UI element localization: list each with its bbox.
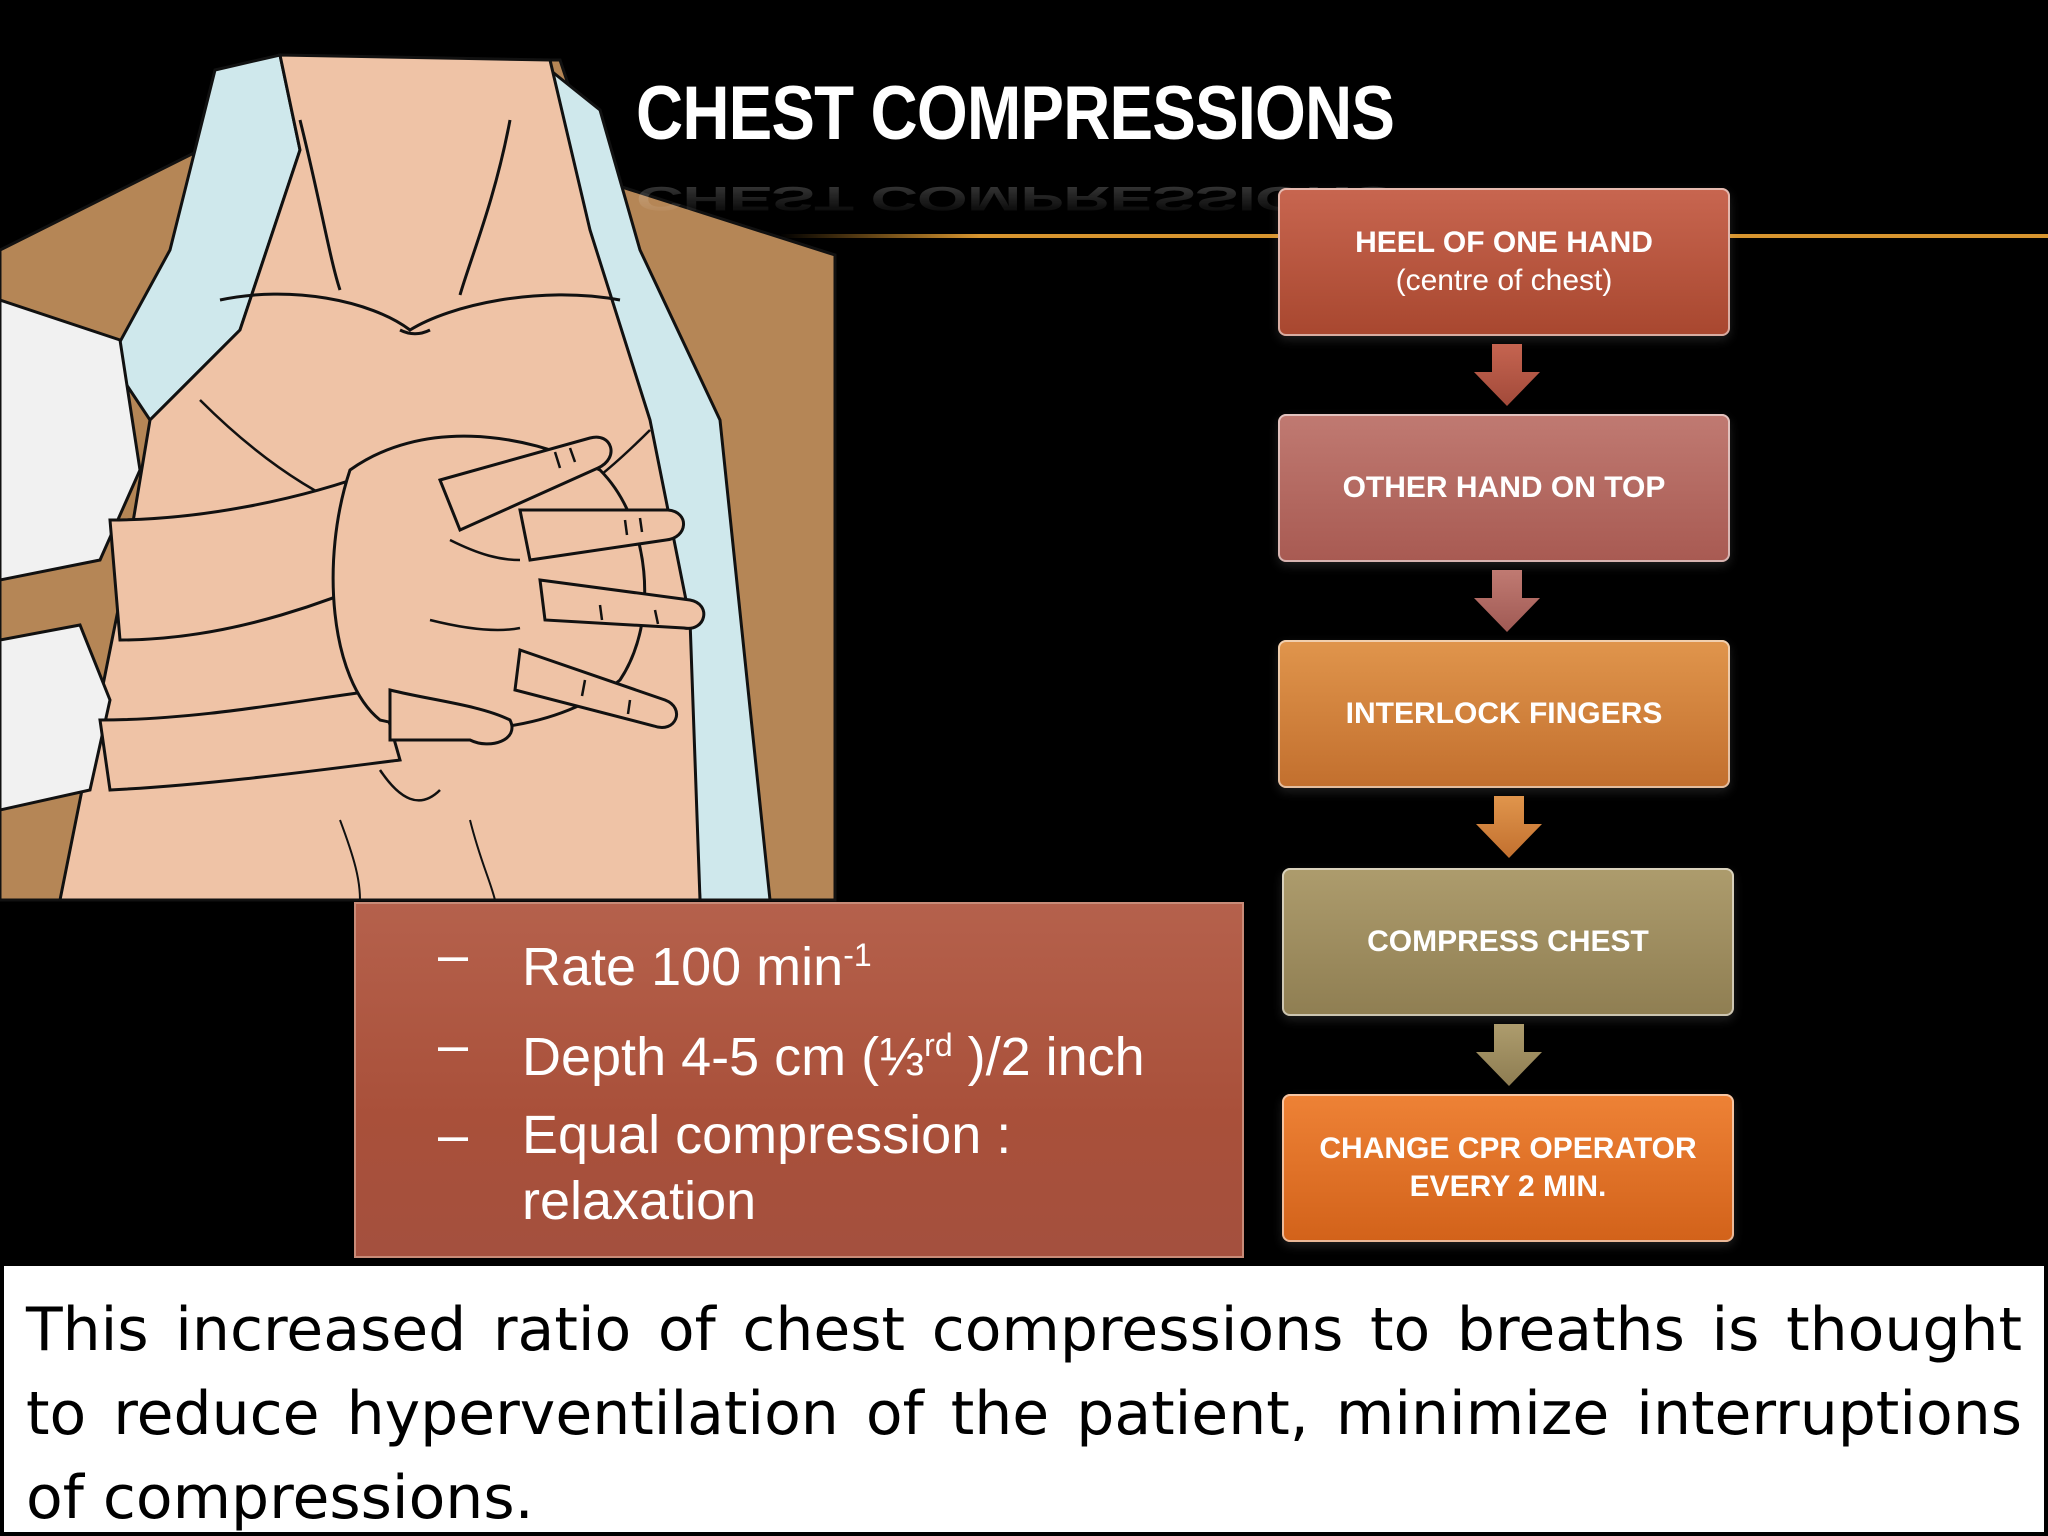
bullet-dash: – bbox=[438, 925, 469, 985]
step-label: INTERLOCK FINGERS bbox=[1345, 696, 1663, 730]
accent-line-left bbox=[780, 234, 1280, 238]
step-label: HEEL OF ONE HAND bbox=[1355, 225, 1653, 259]
step-compress-chest: COMPRESS CHEST bbox=[1282, 868, 1734, 1016]
accent-line-right bbox=[1730, 234, 2048, 238]
arrow-down-icon bbox=[1476, 1024, 1542, 1086]
step-interlock-fingers: INTERLOCK FINGERS bbox=[1278, 640, 1730, 788]
step-change-cpr-operator: CHANGE CPR OPERATOR EVERY 2 MIN. bbox=[1282, 1094, 1734, 1242]
step-label: CHANGE CPR OPERATOR EVERY 2 MIN. bbox=[1319, 1131, 1697, 1203]
bullet-equal-text: Equal compression : relaxation bbox=[522, 1105, 1012, 1231]
sleeve-lower bbox=[0, 623, 112, 812]
step-label: OTHER HAND ON TOP bbox=[1342, 470, 1666, 504]
step-other-hand-on-top: OTHER HAND ON TOP bbox=[1278, 414, 1730, 562]
bullet-depth-text: Depth 4-5 cm (⅓ bbox=[522, 1027, 925, 1087]
bullet-depth-text-end: )/2 inch bbox=[952, 1027, 1145, 1087]
forearm-lower bbox=[98, 688, 402, 792]
slide-title: CHEST COMPRESSIONS bbox=[636, 71, 1395, 156]
arrow-down-icon bbox=[1474, 570, 1540, 632]
bullet-equal-compression: – Equal compression : relaxation bbox=[438, 1102, 1218, 1234]
key-points-box: – Rate 100 min-1 – Depth 4-5 cm (⅓rd )/2… bbox=[354, 902, 1244, 1258]
bullet-depth: – Depth 4-5 cm (⅓rd )/2 inch bbox=[438, 1012, 1218, 1090]
step-label: COMPRESS CHEST bbox=[1367, 924, 1649, 958]
arrow-down-icon bbox=[1476, 796, 1542, 858]
bullet-dash: – bbox=[438, 1105, 469, 1165]
bullet-rate: – Rate 100 min-1 bbox=[438, 922, 1218, 1000]
step-heel-of-one-hand: HEEL OF ONE HAND (centre of chest) bbox=[1278, 188, 1730, 336]
bullet-rate-superscript: -1 bbox=[843, 937, 872, 973]
caption-text: This increased ratio of chest compressio… bbox=[0, 1262, 2048, 1536]
sleeve-upper bbox=[0, 298, 142, 582]
arrow-down-icon bbox=[1474, 344, 1540, 406]
chest-compression-illustration bbox=[0, 53, 837, 902]
bullet-rate-text: Rate 100 min bbox=[522, 937, 844, 997]
bullet-depth-superscript: rd bbox=[924, 1027, 953, 1063]
step-sublabel: (centre of chest) bbox=[1395, 264, 1613, 297]
bullet-dash: – bbox=[438, 1015, 469, 1075]
